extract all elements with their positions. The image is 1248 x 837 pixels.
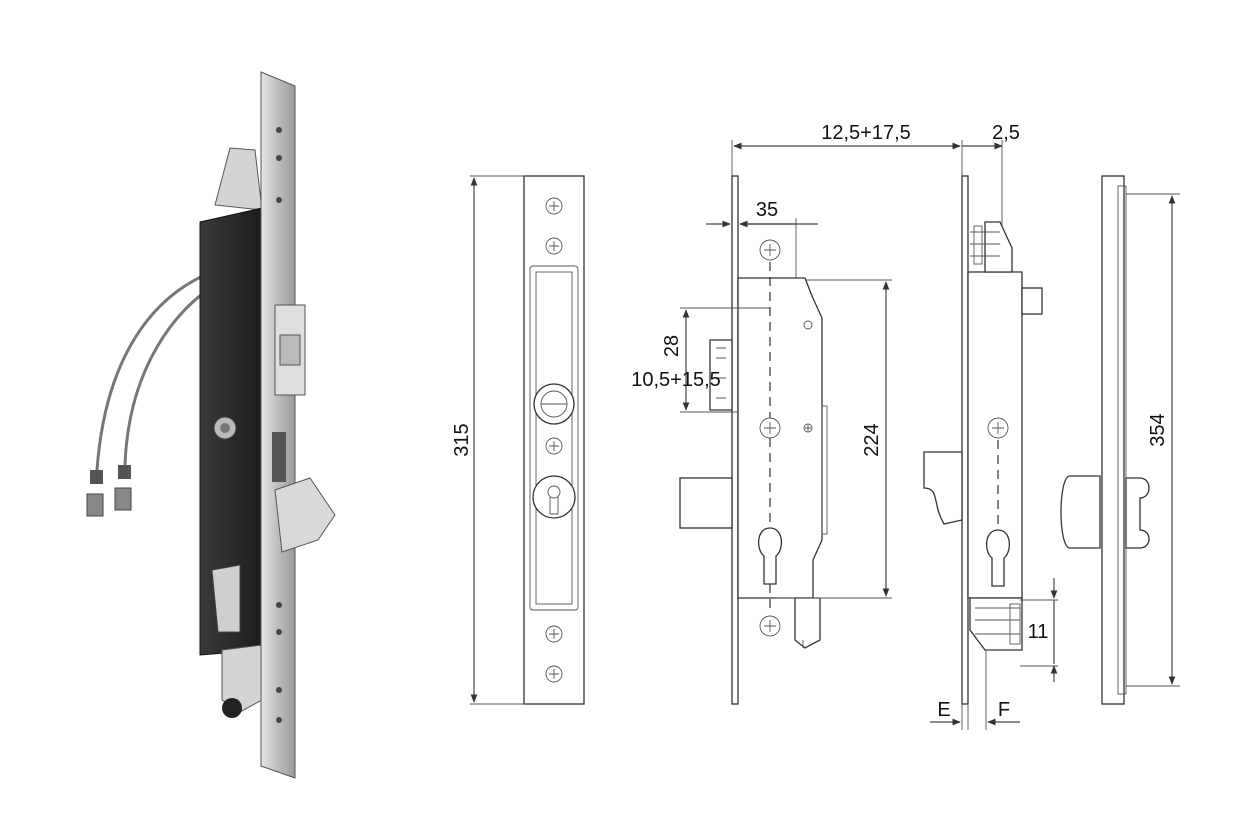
electric-wire-connector-icon (86, 493, 104, 517)
faceplate-front-view: 315 (451, 175, 585, 705)
rear-faceplate (961, 175, 969, 705)
side-faceplate (731, 175, 739, 705)
latch-side (709, 339, 733, 411)
faceplate-inner-slot (529, 265, 579, 611)
dim-backset: 35 (756, 199, 778, 221)
screw-hole-icon (545, 665, 563, 683)
faceplate-screws (276, 127, 282, 723)
screw-hole-icon (545, 197, 563, 215)
bolt-pocket-left (1060, 475, 1101, 549)
screw-hole-icon (759, 615, 781, 637)
strike-plate-view: 354 (1060, 175, 1180, 705)
strike-plate-outline (1101, 175, 1125, 705)
wire-connector-icon (118, 465, 131, 479)
screw-hole-icon (987, 417, 1009, 439)
screw-hole-icon (545, 237, 563, 255)
lock-case-side (737, 277, 823, 599)
faceplate-iso (260, 71, 296, 779)
dim-bolt-throw: 10,5+15,5 (631, 369, 721, 391)
dim-center-distance: 224 (861, 423, 883, 456)
dead-bolt-rear (923, 451, 963, 525)
lock-side-view: 12,5+17,5 2,5 35 28 10,5+15,5 224 (631, 122, 1020, 705)
dead-bolt-side (679, 477, 733, 529)
lock-isometric-view (86, 71, 336, 779)
screw-hole-icon (545, 625, 563, 643)
screw-hole-icon (545, 437, 563, 455)
screw-hole-icon (759, 239, 781, 261)
screw-hole-icon (803, 423, 813, 433)
dim-edge-offset: 2,5 (992, 122, 1020, 144)
faceplate-outline (523, 175, 585, 705)
euro-cylinder-cutout-icon (211, 564, 241, 633)
dim-height-total: 354 (1147, 413, 1169, 446)
euro-cylinder-cutout-icon (986, 529, 1010, 587)
dim-height-faceplate: 315 (451, 423, 473, 456)
dim-bolt-spacing: 28 (661, 335, 683, 357)
dim-lower-bolt: 11 (1028, 621, 1049, 643)
faceplate-screw-holes (545, 197, 563, 683)
wire-connector-icon (90, 470, 103, 484)
dim-label-f: F (998, 699, 1010, 721)
electric-wire-connector-icon (114, 487, 132, 511)
cylinder-rosette (532, 475, 576, 519)
dead-bolt (274, 477, 336, 553)
lock-rear-view: 11 E F (923, 175, 1058, 730)
dim-depth-total: 12,5+17,5 (821, 122, 911, 144)
screw-hole-icon (803, 320, 813, 330)
dim-label-e: E (937, 699, 950, 721)
bolt-pocket-right (1125, 477, 1150, 549)
electric-wires (86, 273, 211, 517)
